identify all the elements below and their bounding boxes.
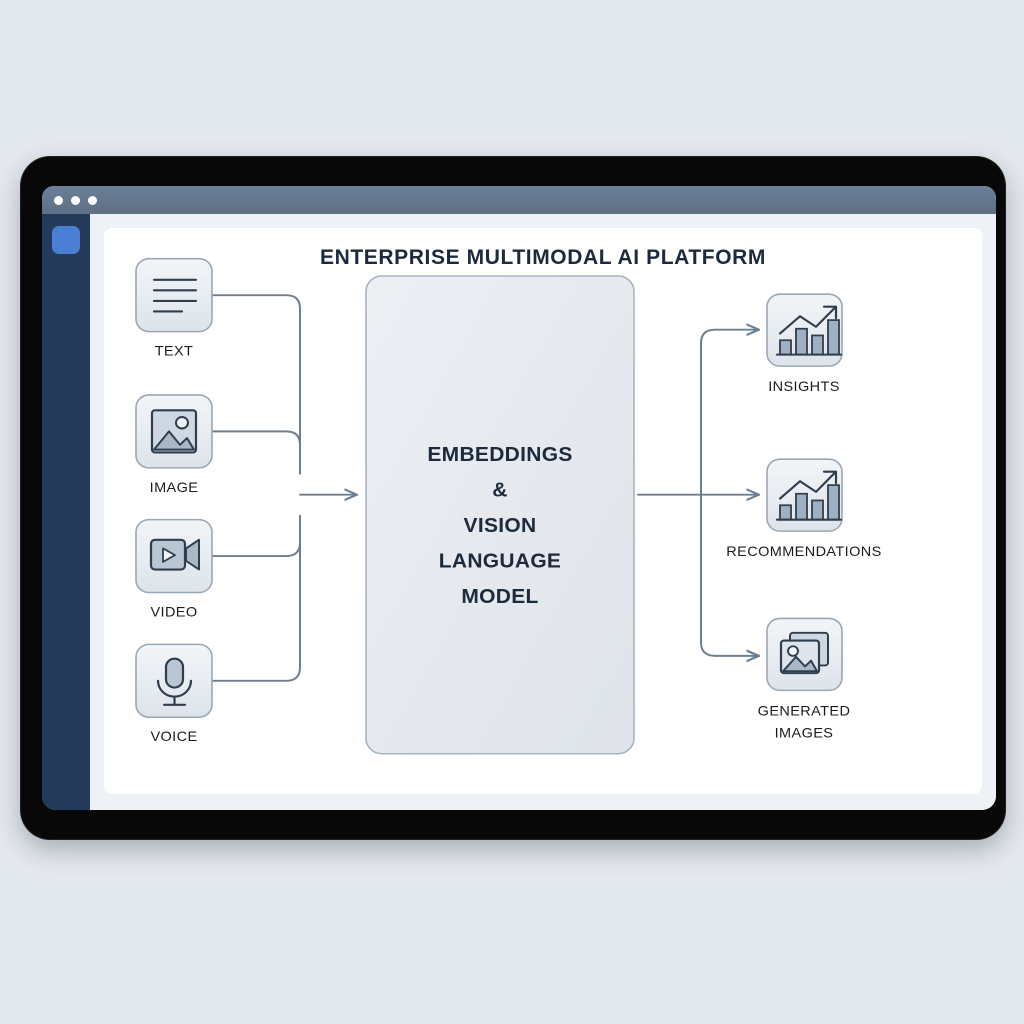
input-node-voice[interactable]: VOICE	[135, 643, 213, 745]
window-dot-minimize-icon[interactable]	[71, 195, 80, 205]
content-pane: ENTERPRISE MULTIMODAL AI PLATFORM	[90, 214, 996, 810]
input-label-voice: VOICE	[150, 729, 197, 745]
page-title: ENTERPRISE MULTIMODAL AI PLATFORM	[319, 246, 766, 269]
input-label-text: TEXT	[155, 344, 194, 360]
architecture-diagram: EMBEDDINGS & VISION LANGUAGE MODEL	[135, 257, 881, 755]
output-node-generated-images[interactable]: GENERATED IMAGES	[758, 617, 851, 742]
input-label-video: VIDEO	[150, 605, 197, 621]
output-label-generated-line2: IMAGES	[775, 726, 834, 742]
text-lines-icon	[152, 278, 198, 313]
app-sidebar	[42, 214, 90, 810]
image-picture-icon	[150, 409, 198, 454]
connector-bus-to-insights	[700, 330, 759, 496]
output-node-recommendations[interactable]: RECOMMENDATIONS	[726, 458, 881, 560]
hub-line-4: LANGUAGE	[439, 550, 561, 573]
tablet-device: ENTERPRISE MULTIMODAL AI PLATFORM	[20, 156, 1006, 840]
microphone-icon	[156, 657, 193, 706]
bar-chart-up-arrow-icon	[775, 305, 843, 356]
connector-bus-to-generated-images	[700, 493, 759, 656]
app-logo-square-icon[interactable]	[52, 226, 80, 254]
window-dot-maximize-icon[interactable]	[88, 195, 97, 205]
diagram-card: ENTERPRISE MULTIMODAL AI PLATFORM	[104, 228, 982, 794]
window-body: ENTERPRISE MULTIMODAL AI PLATFORM	[42, 214, 996, 810]
hub-line-1: EMBEDDINGS	[427, 443, 572, 466]
output-node-insights[interactable]: INSIGHTS	[766, 293, 843, 395]
input-node-image[interactable]: IMAGE	[135, 394, 213, 496]
text-tile[interactable]	[135, 257, 213, 333]
hub-line-2: &	[492, 479, 507, 502]
window-dot-close-icon[interactable]	[54, 195, 63, 205]
video-camera-icon	[149, 538, 200, 571]
connector-text-to-hub	[211, 294, 301, 475]
output-label-generated: GENERATED	[758, 704, 851, 720]
output-label-insights: INSIGHTS	[768, 379, 840, 395]
stacked-images-icon	[779, 631, 829, 675]
hub-line-3: VISION	[464, 514, 537, 537]
hub-line-5: MODEL	[461, 585, 538, 608]
output-label-recommendations: RECOMMENDATIONS	[726, 544, 881, 560]
app-window: ENTERPRISE MULTIMODAL AI PLATFORM	[42, 186, 996, 810]
connector-voice-to-hub	[211, 514, 301, 682]
input-node-text[interactable]: TEXT	[135, 257, 213, 360]
input-label-image: IMAGE	[150, 480, 199, 496]
bar-chart-up-arrow-icon	[775, 470, 843, 521]
connector-video-to-hub	[211, 514, 301, 558]
input-node-video[interactable]: VIDEO	[135, 518, 213, 621]
connector-image-to-hub	[211, 430, 301, 475]
hub-box	[365, 275, 635, 755]
window-titlebar	[42, 186, 996, 214]
